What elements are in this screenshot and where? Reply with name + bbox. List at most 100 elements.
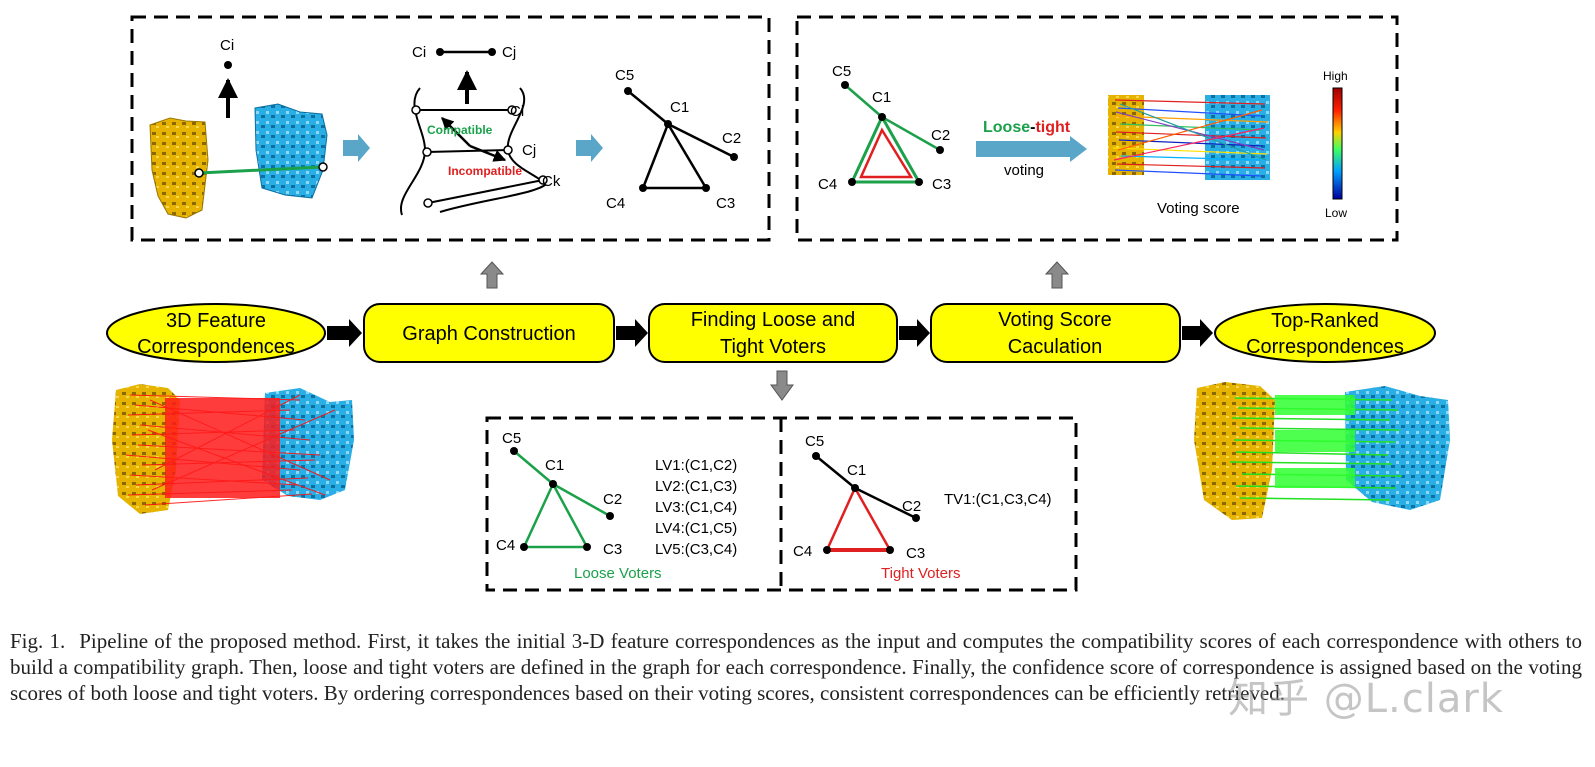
tight-voters-caption: Tight Voters (881, 565, 960, 582)
edge-c1-c2 (667, 122, 735, 159)
figure-caption: Fig. 1.Pipeline of the proposed method. … (10, 628, 1582, 706)
label-c1: C1 (670, 99, 689, 116)
edge-c5-c1 (844, 84, 883, 118)
right-curve (439, 87, 547, 213)
stage1-line2: Correspondences (137, 336, 295, 358)
gold-cloud (1194, 382, 1275, 520)
label-c1: C1 (872, 89, 891, 106)
pair-line-3 (427, 179, 544, 204)
voting-score-label: Voting score (1157, 200, 1240, 217)
edge-c5-c1 (513, 450, 554, 485)
node-c5 (624, 87, 632, 95)
curve-ci-label: Ci (510, 103, 524, 120)
tight-triangle (859, 127, 914, 179)
ci-label-top: Ci (220, 37, 234, 54)
curve-node-5 (423, 198, 433, 208)
lv-item-2: LV2:(C1,C3) (655, 478, 737, 495)
edge-c1-c4 (641, 123, 670, 189)
teal-arrow-2 (576, 134, 603, 162)
label-c2: C2 (931, 127, 950, 144)
stage-top-ranked (1214, 303, 1436, 363)
edge-c1-c2 (552, 482, 611, 518)
lv-item-1: LV1:(C1,C2) (655, 457, 737, 474)
stage-finding-voters (648, 303, 898, 363)
pipeline: 3D Feature Correspondences Graph Constru… (106, 303, 1436, 363)
node-c1 (878, 113, 886, 121)
stage2-line1: Graph Construction (402, 323, 575, 345)
teal-arrow-1 (343, 134, 370, 162)
node-c4 (848, 178, 856, 186)
edge-c1-c3 (666, 123, 708, 189)
label-c1: C1 (847, 462, 866, 479)
node-c1 (549, 480, 557, 488)
gray-up-arrow-2 (1044, 261, 1070, 289)
lv-item-3: LV3:(C1,C4) (655, 499, 737, 516)
stage3-line2: Tight Voters (720, 336, 826, 358)
caption-text: Pipeline of the proposed method. First, … (10, 629, 1582, 705)
corr-end-right (318, 162, 328, 172)
compat-arrow (441, 117, 471, 147)
loose-voters: C5 C1 C2 C3 C4 LV1:(C1,C2) LV2:(C1,C3) L… (496, 430, 737, 582)
node-c1 (664, 120, 672, 128)
edge-cj-label: Cj (502, 44, 516, 61)
stage4-line1: Voting Score (998, 309, 1111, 331)
node-c4 (520, 543, 528, 551)
label-c2: C2 (603, 491, 622, 508)
stage3-line1: Finding Loose and (691, 309, 856, 331)
stage5-line1: Top-Ranked (1271, 310, 1379, 332)
flow-arrow-2 (616, 319, 648, 347)
node-c3 (702, 184, 710, 192)
gray-down-arrow (770, 370, 794, 401)
corr-end-left (194, 168, 204, 178)
green-fill-3 (1275, 468, 1355, 488)
node-c5 (812, 452, 820, 460)
stage-graph-construction (363, 303, 615, 363)
voting-score-visual: Voting score High Low (1108, 69, 1348, 220)
node-c2 (606, 512, 614, 520)
loose-word: Loose (983, 119, 1030, 136)
figure-label: Fig. 1. (10, 629, 66, 653)
green-fill-2 (1275, 430, 1355, 452)
watermark: 知乎 @L.clark (1228, 676, 1504, 722)
node-c4 (823, 546, 831, 554)
loose-voters-caption: Loose Voters (574, 565, 662, 582)
tight-triangle (825, 485, 893, 552)
node-c5 (841, 81, 849, 89)
label-c3: C3 (716, 195, 735, 212)
panel-border (130, 15, 771, 242)
flow-arrow-4 (1182, 319, 1213, 347)
label-c3: C3 (603, 541, 622, 558)
panel-border (795, 15, 1399, 242)
compatibility-sketch: Ci Cj Ci Cj Ck Compatible Incompatible (399, 44, 561, 216)
loose-triangle (522, 481, 590, 549)
label-c4: C4 (496, 537, 515, 554)
voters-panel: C5 C1 C2 C3 C4 LV1:(C1,C2) LV2:(C1,C3) L… (485, 416, 1078, 592)
label-c5: C5 (615, 67, 634, 84)
stage5-line2: Correspondences (1246, 336, 1404, 358)
voting-label: voting (1004, 162, 1044, 179)
node-c2 (730, 153, 738, 161)
flow-arrow-3 (899, 319, 930, 347)
gold-point-cloud (149, 117, 209, 219)
colorbar-low: Low (1325, 206, 1347, 220)
green-fill (1275, 395, 1355, 415)
correspondence-line (198, 165, 324, 175)
colorbar-high: High (1323, 69, 1348, 83)
label-c3: C3 (906, 545, 925, 562)
ci-node (224, 61, 232, 69)
compatible-label: Compatible (427, 123, 493, 137)
flow-arrow-1 (327, 319, 362, 347)
edge-ci-label: Ci (412, 44, 426, 61)
stage-3d-correspondences (106, 303, 326, 363)
curve-node-1 (411, 105, 421, 115)
tight-voters: C5 C1 C2 C3 C4 TV1:(C1,C3,C4) Tight Vote… (793, 433, 1052, 582)
initial-correspondences-image (112, 384, 354, 514)
label-c4: C4 (793, 543, 812, 560)
node-c3 (583, 543, 591, 551)
edge-c1-c2 (881, 115, 941, 152)
blue-point-cloud (254, 103, 328, 199)
label-c4: C4 (818, 176, 837, 193)
graph-construction-panel: Ci Ci Cj Ci Cj Ck Comp (130, 15, 771, 242)
compatibility-graph: C5 C1 C2 C3 C4 (606, 67, 741, 212)
